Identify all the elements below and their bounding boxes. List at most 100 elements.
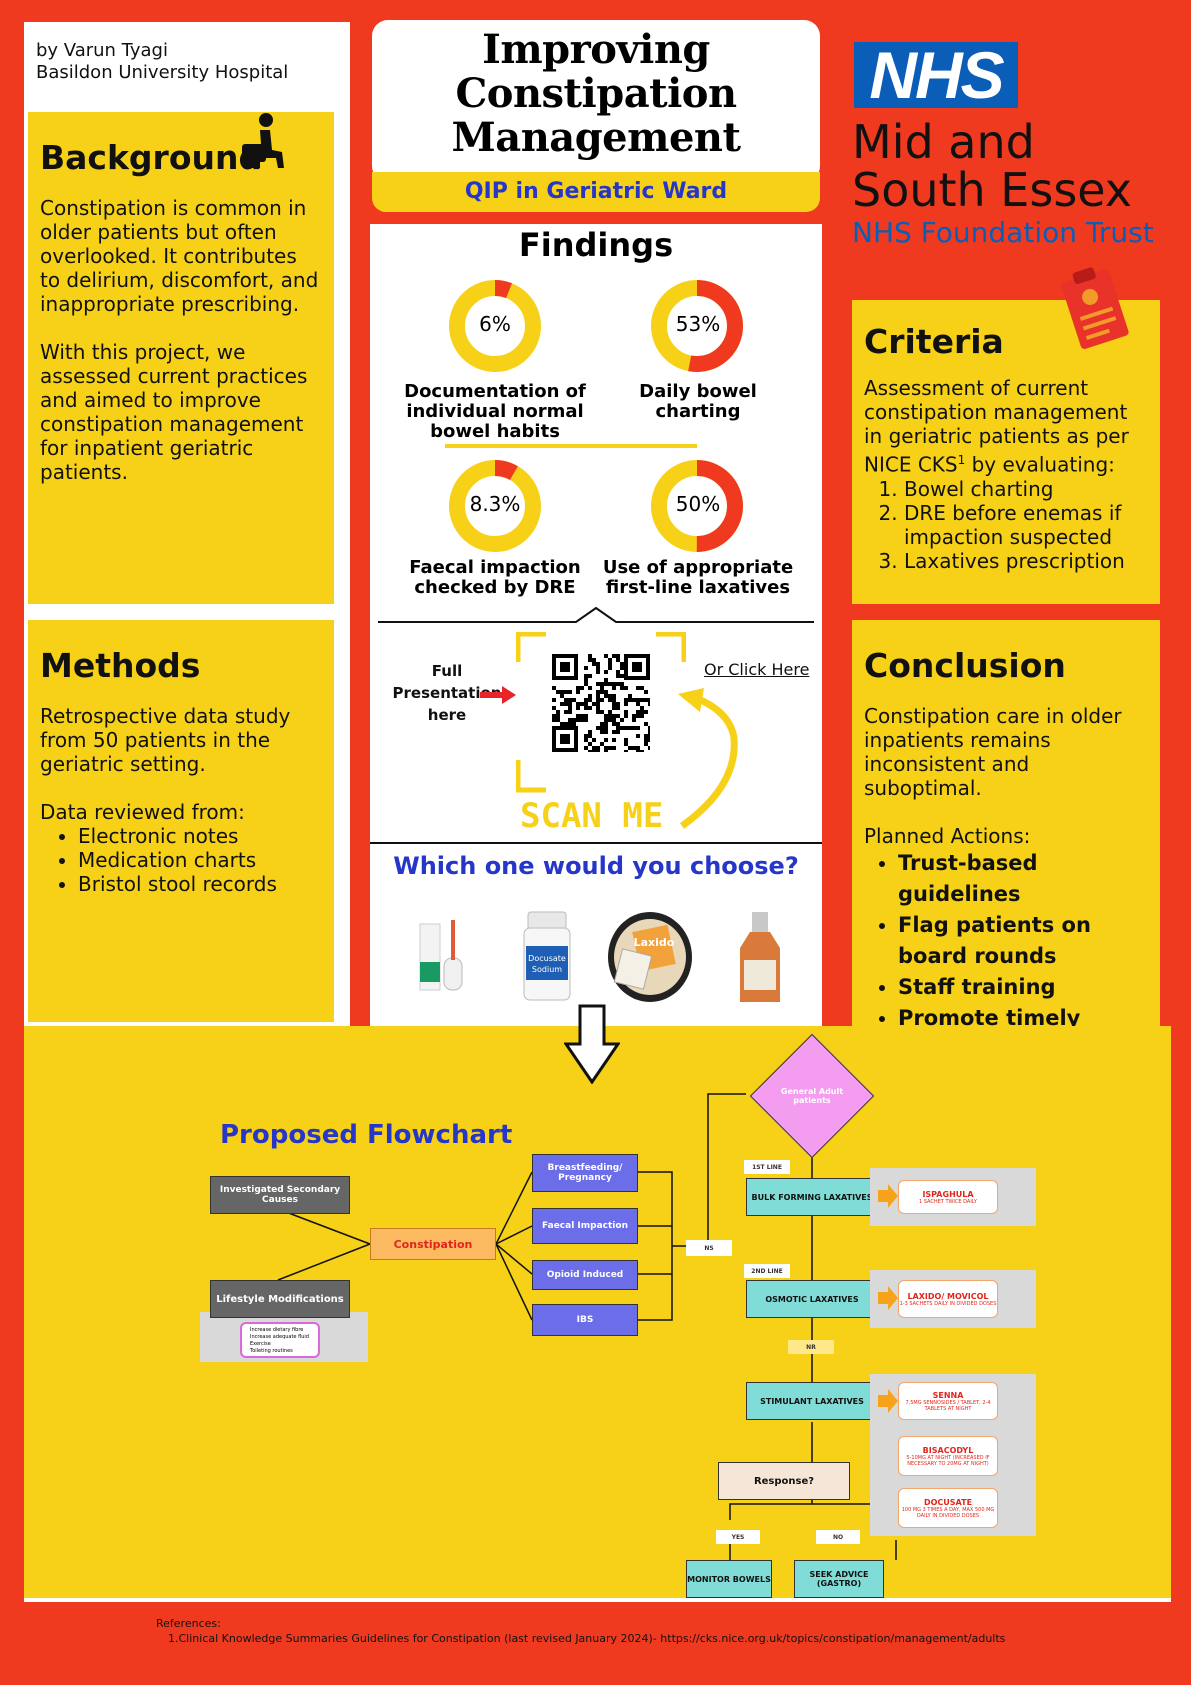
donut-pct-3: 8.3% (469, 492, 521, 516)
methods-item: Bristol stool records (78, 872, 322, 896)
title-line-1: Improving (482, 26, 710, 73)
background-text-2: With this project, we assessed current p… (40, 340, 308, 484)
criteria-heading: Criteria (864, 322, 1004, 361)
osmotic-box: OSMOTIC LAXATIVES (746, 1280, 878, 1318)
seek-advice-box: SEEK ADVICE (GASTRO) (794, 1560, 884, 1598)
constipation-box: Constipation (370, 1228, 496, 1260)
action-item: Staff training (898, 972, 1148, 1003)
click-here-link[interactable]: Or Click Here (704, 660, 810, 679)
general-adult-diamond: General Adult patients (749, 1033, 875, 1159)
title-box: Improving Constipation Management (372, 20, 820, 182)
methods-text-1: Retrospective data study from 50 patient… (40, 704, 291, 776)
reference-item: 1.Clinical Knowledge Summaries Guideline… (168, 1632, 661, 1645)
background-text-1: Constipation is common in older patients… (40, 196, 319, 316)
conclusion-panel: Conclusion Constipation care in older in… (852, 620, 1160, 1061)
donut-value-arc (651, 460, 743, 552)
bulk-forming-box: BULK FORMING LAXATIVES (746, 1178, 878, 1216)
author-name: by Varun Tyagi (36, 40, 168, 61)
findings-panel (370, 224, 822, 1026)
cause-impaction-box: Faecal Impaction (532, 1208, 638, 1244)
separator-line (378, 606, 814, 623)
flow-bottom-border (24, 1598, 1171, 1602)
title-line-2: Constipation (455, 70, 737, 117)
methods-text-2: Data reviewed from: (40, 800, 245, 824)
clipboard-icon (1061, 267, 1129, 349)
donut-label-3: Faecal impaction checked by DRE (409, 557, 581, 598)
criteria-item: Laxatives prescription (904, 549, 1148, 573)
trust-name: Mid and South Essex (852, 115, 1133, 217)
svg-text:Sodium: Sodium (532, 965, 562, 974)
trust-subtitle: NHS Foundation Trust (852, 216, 1154, 249)
lifestyle-list: Increase dietary fibre Increase adequate… (240, 1322, 320, 1358)
arrow-right-icon (480, 686, 516, 704)
senna-card: SENNA 7.5MG SENNOSIDES / TABLET, 2-4 TAB… (898, 1382, 998, 1420)
author-hospital: Basildon University Hospital (36, 62, 289, 83)
response-box: Response? (718, 1462, 850, 1500)
conclusion-text-2: Planned Actions: (864, 824, 1031, 848)
curved-arrow-icon (678, 688, 738, 829)
donut-value-arc (651, 280, 743, 372)
cause-breastfeeding-box: Breastfeeding/ Pregnancy (532, 1154, 638, 1192)
down-arrow-icon (564, 1004, 620, 1084)
qr-code[interactable] (552, 654, 650, 752)
nhs-logo: NHS (854, 42, 1018, 108)
no-label: NO (816, 1530, 860, 1544)
secondary-causes-box: Investigated Secondary Causes (210, 1176, 350, 1214)
background-heading: Background (40, 138, 263, 177)
references: References: 1.Clinical Knowledge Summari… (156, 1616, 1005, 1646)
scan-me-text: SCAN ME (520, 796, 664, 836)
methods-item: Medication charts (78, 848, 322, 872)
conclusion-text-1: Constipation care in older inpatients re… (864, 704, 1122, 800)
action-item: Trust-based guidelines (898, 848, 1148, 910)
donut-value-arc (449, 460, 541, 552)
stimulant-box: STIMULANT LAXATIVES (746, 1382, 878, 1420)
background-panel: Background Constipation is common in old… (28, 112, 334, 604)
orange-arrow-icon (878, 1389, 898, 1413)
orange-arrow-icon (878, 1184, 898, 1208)
cause-opioid-box: Opioid Induced (532, 1260, 638, 1290)
donut-pct-2: 53% (675, 312, 721, 336)
yes-label: YES (716, 1530, 760, 1544)
qr-frame (516, 632, 686, 793)
flowchart-title: Proposed Flowchart (220, 1120, 513, 1150)
choice-question: Which one would you choose? (393, 852, 799, 880)
nr-label: NR (788, 1340, 834, 1354)
orange-arrow-icon (878, 1286, 898, 1310)
criteria-item: Bowel charting (904, 477, 1148, 501)
donut-charts (449, 280, 743, 552)
donut-pct-1: 6% (479, 312, 511, 336)
donut-label-1: Documentation of individual normal bowel… (404, 381, 586, 442)
methods-heading: Methods (40, 646, 201, 685)
references-heading: References: (156, 1617, 221, 1630)
first-line-label: 1ST LINE (744, 1160, 790, 1174)
laxido-sachets-image: Laxido (608, 912, 692, 1002)
cause-ibs-box: IBS (532, 1304, 638, 1336)
findings-divider (445, 444, 697, 448)
methods-item: Electronic notes (78, 824, 322, 848)
docusate-bottle-image: Docusate Sodium (523, 911, 571, 1001)
title-line-3: Management (451, 114, 741, 161)
criteria-intro: Assessment of current constipation manag… (864, 376, 1129, 477)
full-presentation-link[interactable]: Full Presentation here (392, 662, 502, 724)
svg-text:Docusate: Docusate (528, 954, 566, 963)
lifestyle-box: Lifestyle Modifications (210, 1280, 350, 1318)
criteria-panel: Criteria Assessment of current constipat… (852, 300, 1160, 604)
ns-label: NS (686, 1240, 732, 1256)
donut-label-2: Daily bowel charting (639, 381, 757, 422)
toilet-person-icon (242, 113, 284, 168)
conclusion-heading: Conclusion (864, 646, 1066, 685)
subtitle: QIP in Geriatric Ward (372, 172, 820, 212)
donut-value-arc (449, 280, 541, 372)
author-block: by Varun Tyagi Basildon University Hospi… (24, 22, 350, 106)
enema-image (419, 920, 463, 991)
findings-heading: Findings (518, 226, 674, 264)
svg-text:Laxido: Laxido (634, 936, 675, 949)
bisacodyl-card: BISACODYL 5-10MG AT NIGHT (INCREASED IF … (898, 1436, 998, 1476)
donut-label-4: Use of appropriate first-line laxatives (602, 557, 794, 598)
reference-link[interactable]: https://cks.nice.org.uk/topics/constipat… (660, 1632, 1006, 1645)
monitor-bowels-box: MONITOR BOWELS (686, 1560, 772, 1598)
methods-panel: Methods Retrospective data study from 50… (28, 620, 334, 1022)
criteria-item: DRE before enemas if impaction suspected (904, 501, 1148, 549)
docusate-card: DOCUSATE 100 MG 3 TIMES A DAY, MAX 500 M… (898, 1488, 998, 1528)
ispaghula-card: ISPAGHULA 1 SACHET TWICE DAILY (898, 1180, 998, 1214)
